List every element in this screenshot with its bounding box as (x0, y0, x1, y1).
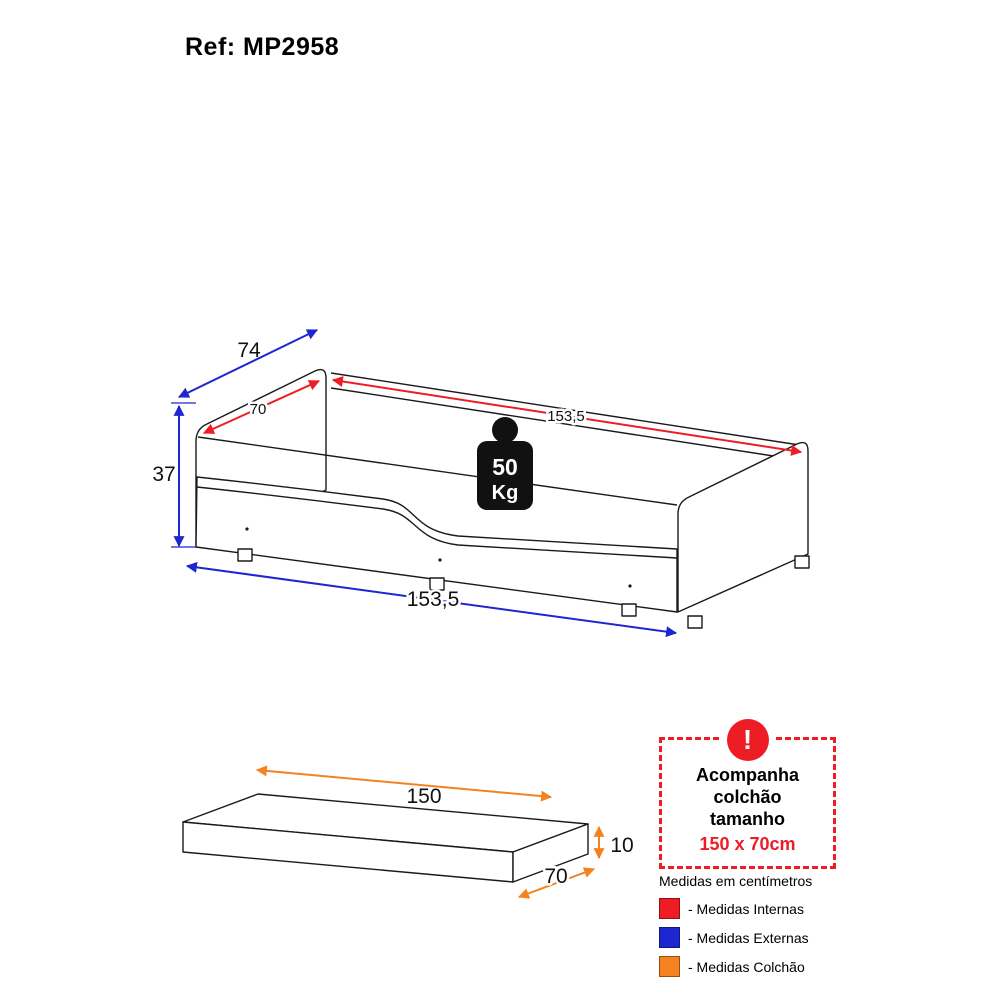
bed-foot (621, 603, 637, 617)
internal-length-label: 153,5 (547, 408, 585, 425)
callout-line-1: Acompanha (695, 765, 800, 785)
bed-foot (794, 555, 810, 569)
legend-label-colchao: - Medidas Colchão (688, 958, 805, 975)
mattress-length-arrow (255, 765, 553, 802)
page-title: Ref: MP2958 (185, 33, 340, 61)
external-length-arrow (185, 561, 678, 638)
screw-dot (628, 584, 632, 588)
internal-dimension-arrows (202, 376, 803, 456)
legend-item-colchao: - Medidas Colchão (659, 956, 889, 977)
external-width-arrow (178, 329, 318, 398)
callout-line-3: tamanho (709, 808, 785, 829)
external-dimension-arrows (171, 329, 678, 638)
bed-deck-edge (197, 436, 678, 506)
callout-line-2: colchão (713, 786, 782, 807)
mattress-height-label: 10 (610, 834, 633, 857)
external-width-label: 74 (237, 339, 261, 362)
mattress-included-callout: ! Acompanha colchão tamanho 150 x 70cm (659, 719, 836, 870)
bed-front-rail-inner-edge (196, 486, 678, 559)
legend-label-externas: - Medidas Externas (688, 929, 809, 946)
internal-width-arrow (202, 380, 321, 434)
bed-footboard-panel (677, 441, 809, 613)
external-color-swatch (659, 927, 680, 948)
legend-item-internas: - Medidas Internas (659, 898, 889, 919)
callout-mattress-size: 150 x 70cm (699, 833, 796, 854)
mattress-width-label: 70 (544, 865, 567, 888)
legend-item-externas: - Medidas Externas (659, 927, 889, 948)
internal-length-arrow (331, 376, 803, 456)
weight-icon-body (477, 441, 533, 510)
weight-capacity-icon: 50 Kg (477, 417, 533, 510)
screw-dot (438, 558, 442, 562)
weight-value-label: 50 (492, 454, 518, 480)
mattress-width-arrow (517, 867, 596, 899)
mattress-color-swatch (659, 956, 680, 977)
weight-unit-label: Kg (492, 482, 519, 504)
legend-title: Medidas em centímetros (659, 873, 813, 889)
weight-icon-knob (492, 417, 518, 443)
mattress-dimension-arrows (255, 765, 605, 899)
internal-width-label: 70 (250, 401, 267, 418)
screw-dot (245, 527, 249, 531)
bed-foot (687, 615, 703, 629)
external-height-label: 37 (152, 463, 175, 486)
dimension-labels: 74 37 153,5 70 153,5 150 10 70 (152, 339, 633, 891)
bed-foot (237, 548, 253, 562)
exclamation-icon: ! (726, 719, 769, 761)
mattress-drawing (182, 793, 589, 883)
legend: Medidas em centímetros - Medidas Interna… (659, 873, 889, 985)
internal-color-swatch (659, 898, 680, 919)
external-length-label: 153,5 (407, 588, 460, 611)
mattress-length-label: 150 (406, 785, 441, 808)
legend-label-internas: - Medidas Internas (688, 900, 804, 917)
